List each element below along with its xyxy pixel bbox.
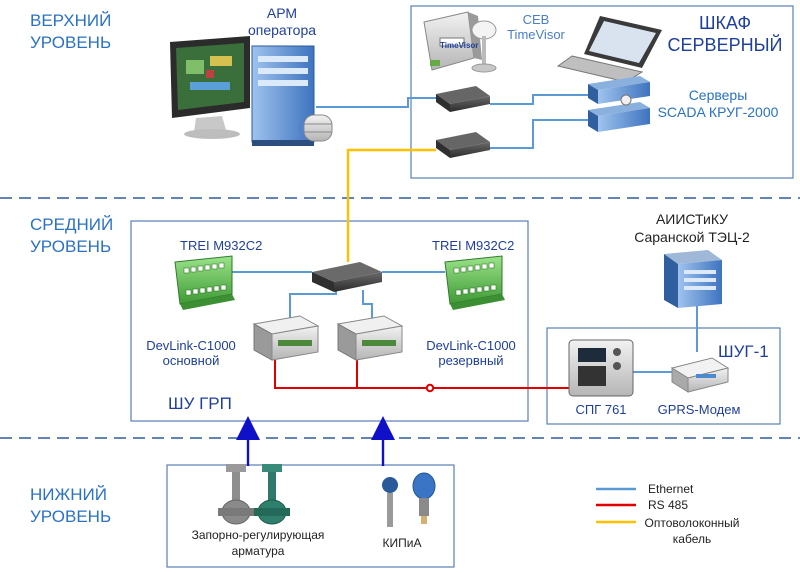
devlink-main-icon <box>252 315 320 361</box>
spg761-device-icon <box>568 339 634 397</box>
shu-grp-title: ШУ ГРП <box>168 394 232 413</box>
kip-label: КИПиА <box>382 536 422 550</box>
legend-rs485-label: RS 485 <box>648 498 689 512</box>
timevisor-brand: TimeVisor <box>440 41 479 50</box>
legend-ethernet-label: Ethernet <box>648 482 694 496</box>
valve-grey-icon <box>218 464 254 525</box>
servers-label: Серверы SCADA КРУГ-2000 <box>657 87 779 120</box>
network-switch-icon-1 <box>436 86 490 112</box>
ethernet-lines <box>232 94 698 373</box>
scada-servers-icon <box>588 76 650 132</box>
timevisor-label: СЕВ TimeVisor <box>507 12 565 42</box>
level-upper-label: ВЕРХНИЙ УРОВЕНЬ <box>30 11 112 52</box>
aiis-label: АИИСТиКУ Саранской ТЭЦ-2 <box>634 211 750 245</box>
arm-label: АРМ оператора <box>247 5 317 38</box>
valves-label: Запорно-регулирующая арматура <box>191 528 325 558</box>
network-switch-icon-middle <box>312 262 382 292</box>
pressure-transmitter-icon <box>412 472 436 524</box>
rs485-lines <box>274 360 569 393</box>
shug-frame <box>546 327 781 425</box>
trei-module-right-icon <box>444 255 505 310</box>
field-devices-frame <box>166 464 455 568</box>
server-cabinet-frame <box>410 5 794 179</box>
sensor-probe-icon <box>382 477 398 527</box>
level-middle-label: СРЕДНИЙ УРОВЕНЬ <box>30 215 114 256</box>
arm-workstation-icon <box>170 36 333 146</box>
server-cabinet-title: ШКАФ СЕРВЕРНЫЙ <box>667 13 783 55</box>
gprs-modem-label: GPRS-Модем <box>657 402 741 417</box>
level-lower-label: НИЖНИЙ УРОВЕНЬ <box>30 485 112 526</box>
laptop-icon <box>556 16 662 83</box>
devlink-reserve-label: DevLink-C1000 резервный <box>426 338 516 368</box>
aiis-server-icon <box>664 250 722 308</box>
trei-right-label: TREI M932C2 <box>432 238 515 253</box>
shug-title: ШУГ-1 <box>718 342 769 361</box>
legend-fiber-label: Оптоволоконный кабель <box>644 516 740 546</box>
devlink-reserve-icon <box>336 315 404 361</box>
trei-module-left-icon <box>174 255 235 310</box>
trei-left-label: TREI M932C2 <box>180 238 263 253</box>
fiber-line <box>346 148 436 262</box>
spg761-label: СПГ 761 <box>575 402 627 417</box>
shu-grp-frame <box>130 220 529 422</box>
devlink-main-label: DevLink-C1000 основной <box>146 338 236 368</box>
timevisor-device-icon <box>423 11 497 73</box>
valve-green-icon <box>254 464 290 525</box>
gprs-modem-icon <box>670 357 730 393</box>
network-switch-icon-2 <box>436 132 490 158</box>
